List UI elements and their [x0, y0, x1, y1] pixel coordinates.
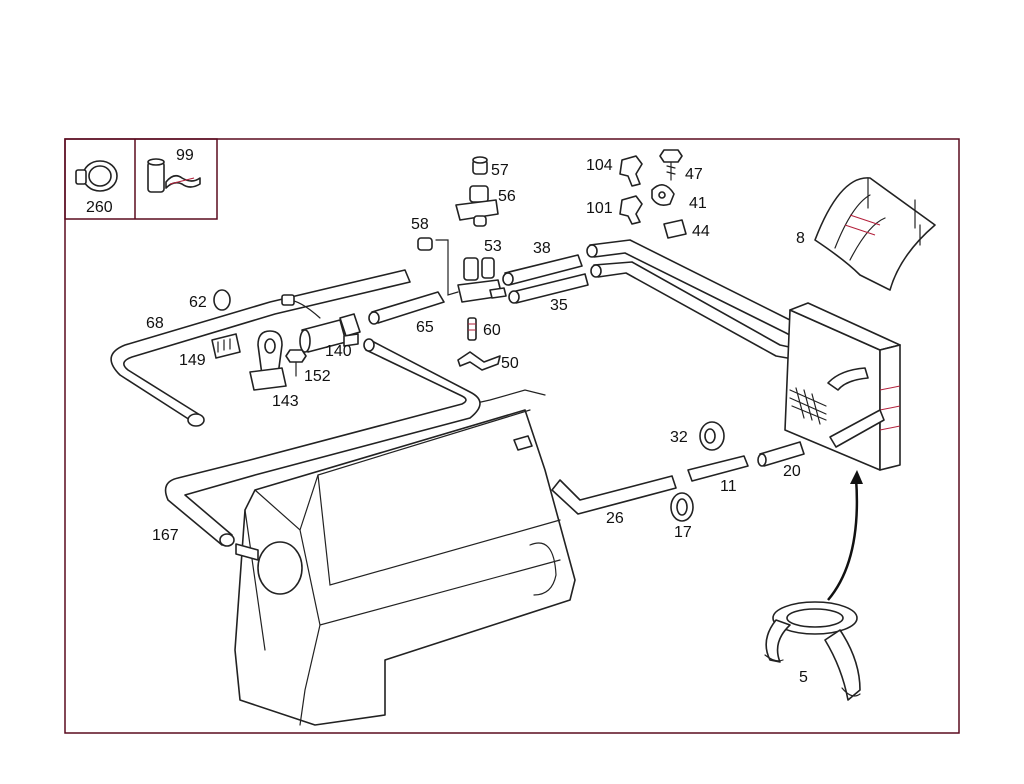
label-57: 57	[491, 162, 509, 179]
clip-41	[651, 184, 675, 206]
hose-20	[757, 441, 805, 467]
hose-26	[551, 475, 677, 515]
bolt-47	[659, 149, 683, 181]
label-140: 140	[325, 343, 352, 360]
label-50: 50	[501, 355, 519, 372]
label-104: 104	[586, 157, 613, 174]
label-167: 167	[152, 527, 179, 544]
duct-5	[764, 601, 861, 701]
bracket-50	[457, 351, 501, 371]
connector-149	[211, 333, 241, 359]
label-149: 149	[179, 352, 206, 369]
bracket-8	[814, 177, 936, 291]
label-26: 26	[606, 510, 624, 527]
label-62: 62	[189, 294, 207, 311]
hose-167	[164, 338, 481, 547]
label-20: 20	[783, 463, 801, 480]
clamp-icon	[75, 160, 118, 192]
clip-104	[619, 155, 643, 187]
inset-label-99: 99	[176, 147, 194, 164]
valve-56	[455, 185, 499, 227]
label-38: 38	[533, 240, 551, 257]
grommet-17	[670, 492, 694, 522]
valve-53	[457, 257, 507, 303]
arrow-to-heater	[827, 477, 859, 601]
label-41: 41	[689, 195, 707, 212]
screw-152	[285, 349, 307, 377]
label-65: 65	[416, 319, 434, 336]
arrowhead	[850, 470, 863, 484]
label-152: 152	[304, 368, 331, 385]
hose-clamp-set-icon	[147, 158, 201, 193]
inset-label-260: 260	[86, 199, 113, 216]
label-101: 101	[586, 200, 613, 217]
hose-11	[687, 455, 749, 482]
inset-box: 260 99	[64, 138, 218, 220]
label-68: 68	[146, 315, 164, 332]
hose-68	[110, 269, 411, 427]
engine-block	[234, 389, 576, 726]
hose-65	[368, 291, 445, 325]
label-32: 32	[670, 429, 688, 446]
heater-supply-hoses	[586, 239, 823, 363]
label-11: 11	[720, 478, 737, 495]
hose-38	[502, 254, 583, 286]
hose-35	[508, 273, 589, 304]
label-35: 35	[550, 297, 568, 314]
heater-core	[784, 302, 901, 471]
valve-57	[472, 156, 488, 175]
fitting-58	[417, 237, 459, 296]
label-58: 58	[411, 216, 429, 233]
pump-140	[281, 294, 361, 353]
label-60: 60	[483, 322, 501, 339]
label-44: 44	[692, 223, 710, 240]
label-143: 143	[272, 393, 299, 410]
grommet-62	[213, 289, 231, 311]
bleeder-60	[467, 317, 477, 341]
diagram-frame	[64, 138, 960, 734]
clip-44	[663, 219, 687, 239]
bracket-143	[249, 330, 287, 391]
label-56: 56	[498, 188, 516, 205]
label-5: 5	[799, 669, 808, 686]
grommet-32	[699, 421, 725, 451]
label-47: 47	[685, 166, 703, 183]
label-8: 8	[796, 230, 805, 247]
label-53: 53	[484, 238, 502, 255]
clip-101	[619, 195, 643, 225]
label-17: 17	[674, 524, 692, 541]
